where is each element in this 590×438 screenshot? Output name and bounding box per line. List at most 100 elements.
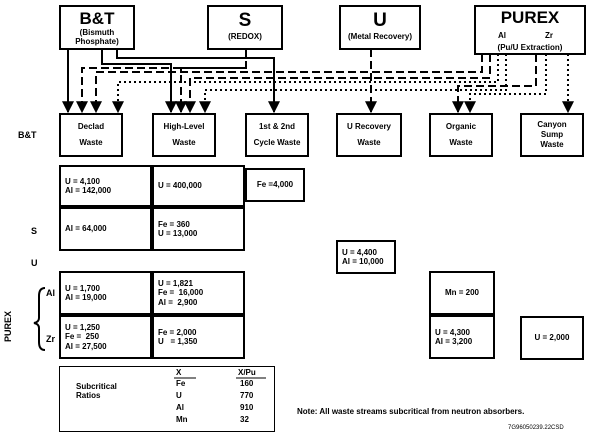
purex-zr-to-organic-line [464, 54, 547, 114]
cell-zr-hlw: Fe = 2,000 U = 1,350 [152, 315, 245, 359]
legend-al-label: Al [498, 31, 506, 40]
category-urec-line2: Waste [357, 138, 381, 147]
cell-al-declad-al: Al = 19,000 [65, 293, 107, 302]
row-label-al: Al [46, 288, 55, 298]
ratio-v-al: 910 [240, 403, 254, 412]
process-s-sub: (REDOX) [228, 32, 262, 41]
ratio-v-fe: 160 [240, 379, 254, 388]
purex-al-to-organic-line [452, 54, 537, 114]
cell-al-hlw-u: U = 1,821 [158, 279, 193, 289]
cell-zr-declad-fe: Fe = 250 [65, 332, 100, 342]
cell-zr-hlw-u: U = 1,350 [158, 337, 198, 346]
process-purex-name: PUREX [500, 8, 560, 27]
process-s: S (REDOX) [207, 5, 283, 50]
ratio-x-fe: Fe [176, 379, 186, 388]
purex-brace [33, 287, 46, 351]
cell-al-hlw: U = 1,821 Fe = 16,000 Al = 2,900 [152, 271, 245, 315]
category-organic: Organic Waste [429, 113, 493, 157]
cell-al-organic-mn: Mn = 200 [444, 288, 479, 298]
ratio-x-u: U [176, 391, 182, 400]
category-sump-line1: Canyon [537, 120, 567, 129]
ratio-x-mn: Mn [176, 415, 188, 424]
ratios-title: Subcritical Ratios [76, 382, 117, 400]
cell-al-hlw-al: Al = 2,900 [158, 297, 198, 307]
cell-zr-organic-al: Al = 3,200 [435, 337, 473, 346]
cell-u-urec-al: Al = 10,000 [342, 257, 384, 266]
process-bt: B&T (Bismuth Phosphate) [59, 5, 135, 50]
process-s-name: S [238, 10, 252, 31]
ratio-v-u: 770 [240, 391, 254, 400]
purex-al-to-declad-line [90, 54, 483, 114]
process-u-name: U [373, 10, 387, 31]
row-label-s: S [31, 226, 38, 236]
category-u-recovery: U Recovery Waste [336, 113, 402, 157]
s-to-hlw-line [175, 67, 246, 114]
cell-al-declad-u: U = 1,700 [65, 283, 100, 293]
purex-al-to-hlw-line [184, 54, 491, 114]
cell-s-hlw: Fe = 360 U = 13,000 [152, 207, 245, 251]
category-urec-line1: U Recovery [346, 122, 392, 131]
category-sump-line3: Waste [540, 140, 564, 149]
cell-zr-declad: U = 1,250 Fe = 250 Al = 27,500 [59, 315, 152, 359]
ratios-title-line1: Subcritical [76, 382, 117, 391]
category-declad-line2: Waste [79, 138, 103, 147]
legend-zr-label: Zr [545, 31, 553, 40]
bt-to-cycle-line [116, 49, 280, 114]
cell-bt-cycle-fe: Fe =4,000 [256, 180, 294, 190]
cell-s-declad: Al = 64,000 [59, 207, 152, 251]
category-cycle-line2: Cycle Waste [253, 138, 301, 147]
process-bt-sub: (Bismuth Phosphate) [75, 28, 119, 47]
ratio-x-al: Al [176, 403, 184, 412]
cell-bt-hlw-u: U = 400,000 [158, 181, 202, 191]
category-organic-line2: Waste [449, 138, 473, 147]
category-hlw-line2: Waste [172, 138, 196, 147]
cell-zr-sump-u: U = 2,000 [534, 333, 570, 343]
cell-zr-organic-u: U = 4,300 [435, 327, 470, 337]
ratios-col-x: X Fe U Al Mn [176, 367, 188, 426]
purex-zr-to-hlw-line [199, 54, 507, 114]
cell-zr-declad-u: U = 1,250 [65, 323, 100, 333]
cell-s-declad-al: Al = 64,000 [65, 224, 107, 234]
row-label-zr: Zr [46, 334, 55, 344]
cell-u-urec-u: U = 4,400 [342, 247, 377, 257]
purex-zr-to-declad-line [112, 54, 499, 114]
category-high-level: High-Level Waste [152, 113, 216, 157]
cell-zr-declad-al: Al = 27,500 [65, 341, 107, 351]
row-label-u: U [31, 258, 38, 268]
cell-zr-hlw-fe: Fe = 2,000 [158, 327, 197, 337]
ratios-col-xpu: X/Pu 160 770 910 32 [238, 367, 256, 426]
cell-zr-sump: U = 2,000 [520, 316, 584, 360]
process-purex-sub: (Pu/U Extraction) [497, 43, 563, 52]
cell-al-hlw-fe: Fe = 16,000 [158, 288, 204, 298]
cell-zr-organic: U = 4,300 Al = 3,200 [429, 315, 495, 359]
category-organic-line1: Organic [445, 122, 477, 131]
process-u-sub: (Metal Recovery) [347, 32, 413, 41]
cell-u-urec: U = 4,400 Al = 10,000 [336, 240, 396, 274]
cell-bt-declad-u: U = 4,100 [65, 176, 100, 186]
cell-s-hlw-u: U = 13,000 [158, 229, 198, 238]
category-canyon-sump: Canyon Sump Waste [520, 113, 584, 157]
category-sump-line2: Sump [540, 130, 564, 139]
cell-s-hlw-fe: Fe = 360 [158, 219, 190, 229]
process-purex: PUREX Al Zr (Pu/U Extraction) [474, 5, 586, 55]
category-cycle-line1: 1st & 2nd [258, 122, 295, 131]
cell-bt-hlw: U = 400,000 [152, 165, 245, 207]
process-bt-name: B&T [79, 9, 115, 28]
category-hlw-line1: High-Level [163, 122, 205, 131]
ratios-title-line2: Ratios [76, 391, 101, 401]
ratios-header-x: X [176, 368, 182, 377]
ratios-box [59, 366, 275, 432]
row-label-bt: B&T [18, 130, 37, 140]
process-u: U (Metal Recovery) [339, 5, 421, 50]
note-text: Note: All waste streams subcritical from… [297, 407, 525, 416]
category-cycle: 1st & 2nd Cycle Waste [245, 113, 309, 157]
s-to-declad-line [76, 49, 247, 114]
cell-al-organic: Mn = 200 [429, 271, 495, 315]
category-declad: Declad Waste [59, 113, 123, 157]
cell-al-declad: U = 1,700 Al = 19,000 [59, 271, 152, 315]
ratios-header-xpu: X/Pu [238, 368, 256, 377]
cell-bt-cycle: Fe =4,000 [245, 168, 305, 202]
bt-to-hlw-line [101, 49, 177, 114]
category-declad-line1: Declad [77, 122, 105, 131]
